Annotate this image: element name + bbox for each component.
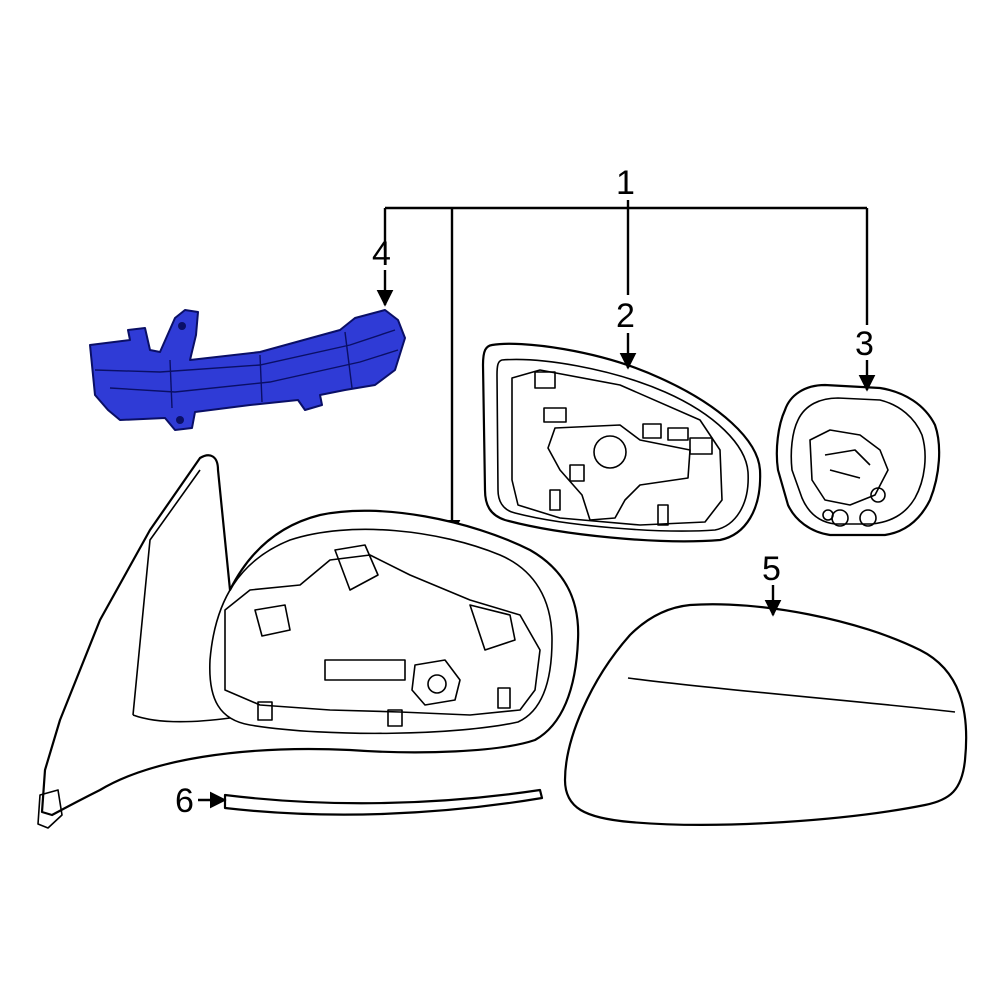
callout-6-label: 6 <box>175 782 194 820</box>
callout-2-label: 2 <box>616 297 635 335</box>
mirror-housing-assembly[interactable] <box>37 454 580 829</box>
callout-3-label: 3 <box>855 325 874 363</box>
turn-signal-lamp-part[interactable] <box>89 309 406 431</box>
callout-1-bracket <box>383 200 869 537</box>
mirror-actuator-part[interactable] <box>775 383 941 537</box>
seal-strip-part[interactable] <box>223 788 544 816</box>
mirror-cover-part[interactable] <box>563 603 968 826</box>
mirror-glass-part[interactable] <box>481 342 762 543</box>
callout-5-label: 5 <box>762 550 781 588</box>
callout-1-label: 1 <box>616 164 635 202</box>
callout-4-label: 4 <box>372 235 391 273</box>
